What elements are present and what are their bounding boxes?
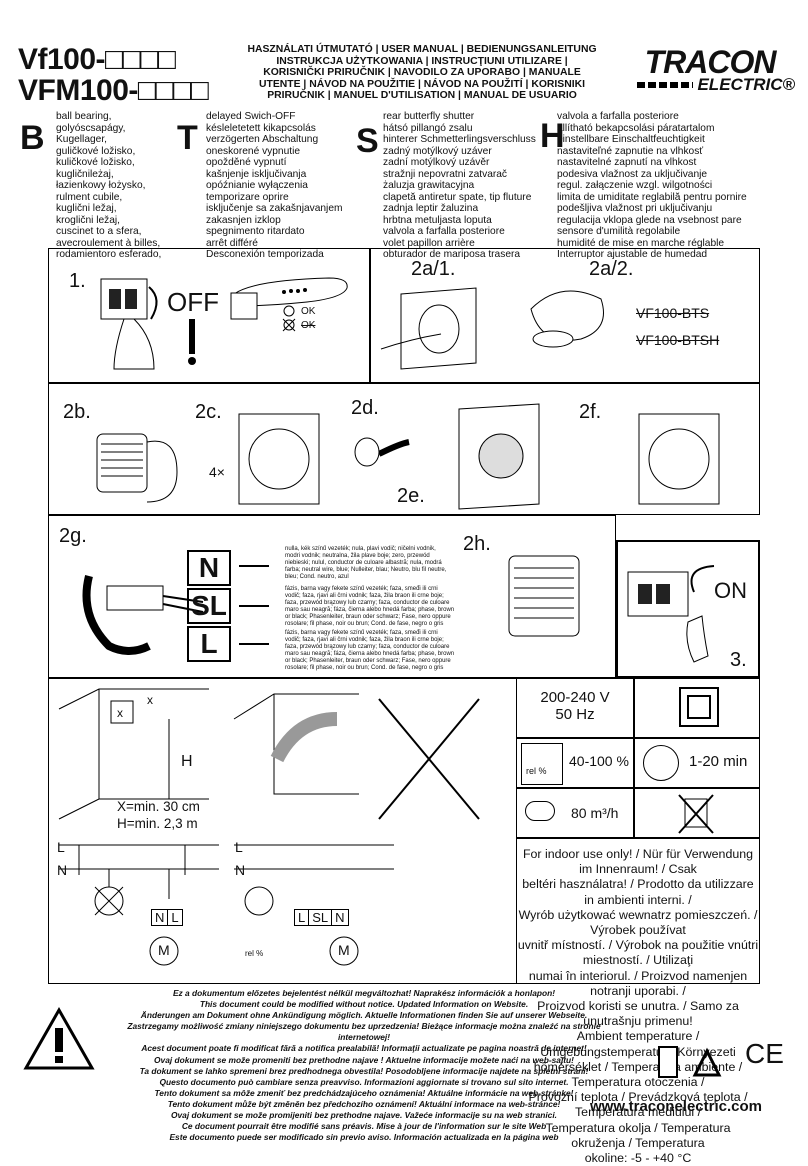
terminal-block-2-sl: SL — [309, 909, 333, 926]
spec-frequency: 50 Hz — [555, 706, 595, 723]
step-3-label: 3. — [730, 649, 747, 671]
double-insulation-cell — [634, 678, 760, 738]
wire-desc-n: nulla, kék színű vezeték; nula, plavi vo… — [285, 546, 447, 580]
step-1-label: 1. — [69, 270, 86, 292]
step-2f-label: 2f. — [579, 401, 602, 423]
line-l-1: L — [57, 839, 65, 855]
double-insulation-icon — [679, 687, 719, 727]
spec-voltage: 200-240 V — [540, 689, 610, 706]
version-letter-b: B — [20, 119, 45, 157]
rel-humidity-label: rel % — [526, 766, 547, 776]
line-l-2: L — [235, 839, 243, 855]
panel-step-3: ON 3. — [616, 540, 760, 678]
spec-timer-cell: 1-20 min — [634, 738, 760, 788]
spec-airflow-cell: 80 m³/h — [516, 788, 634, 838]
weee-cell — [634, 788, 760, 838]
panel-step-1: 1. OFF OK OK — [48, 248, 370, 383]
h-label: H — [181, 753, 193, 770]
terminal-block-1-l: L — [168, 909, 183, 926]
spec-humidity: 40-100 % — [569, 753, 629, 769]
breaker-off-icon — [100, 277, 348, 370]
terminal-l: L — [187, 626, 231, 662]
ce-mark: CE — [745, 1038, 784, 1069]
ok-crossed-label: OK — [301, 320, 316, 331]
tracon-logo: TRACON ELECTRIC® — [625, 46, 795, 94]
clock-icon — [643, 745, 679, 781]
ok-label: OK — [301, 306, 316, 317]
line-n-1: N — [57, 862, 68, 878]
motor-label-2: M — [338, 942, 350, 958]
x-label-top: x — [147, 693, 153, 707]
min-distance-x: X=min. 30 cm — [117, 799, 200, 814]
step-2g-label: 2g. — [59, 525, 87, 547]
x-label-left: x — [117, 706, 123, 720]
model-name-1: Vf100-□□□□ — [18, 43, 176, 76]
warning-triangle-icon — [23, 1006, 95, 1070]
breaker-on-icon — [627, 565, 715, 663]
manual-titles: HASZNÁLATI ÚTMUTATÓ | USER MANUAL | BEDI… — [247, 44, 597, 102]
terminal-block-2-n: N — [332, 909, 349, 926]
version-letter-h: H — [540, 117, 565, 155]
crossed-model-2: VF100-BTSH — [636, 332, 720, 348]
panel-install: x x H X=min. 30 cm H=min. 2,3 m L N L N … — [48, 678, 760, 984]
line-n-2: N — [235, 862, 246, 878]
panel-step-2g-2h: 2g. 2h. N SL L nulla, kék színű vezeték;… — [48, 515, 616, 678]
usage-notice-cell: For indoor use only! / Nür für Verwendun… — [516, 838, 760, 1165]
step-2a2-label: 2a/2. — [589, 258, 634, 280]
step-2e-label: 2e. — [397, 485, 425, 507]
spec-voltage-cell: 200-240 V 50 Hz — [516, 678, 634, 738]
panel-step-2a: 2a/1. 2a/2. VF100-BTS VF100-BTSH — [370, 248, 760, 383]
wall-hole-icon — [380, 287, 604, 370]
panel-step-2b-2f: 2b. 2c. 2d. 2e. 2f. 4× — [48, 383, 760, 515]
airflow-cloud-icon — [525, 801, 555, 821]
version-text-s: rear butterfly shutter hátsó pillangó zs… — [383, 111, 536, 260]
off-label: OFF — [167, 287, 219, 317]
step-2b-label: 2b. — [63, 401, 91, 423]
mounting-steps-icon — [96, 403, 720, 510]
wire-desc-l: fázis, barna vagy fekete színű vezeték; … — [285, 630, 455, 671]
version-text-h: valvola a farfalla posteriore állítható … — [557, 111, 747, 260]
step-2d-label: 2d. — [351, 397, 379, 419]
terminal-sl: SL — [187, 588, 231, 624]
logo-bars-icon — [637, 82, 694, 88]
version-text-b: ball bearing, golyóscsapágy, Kugellager,… — [56, 111, 162, 260]
min-height-h: H=min. 2,3 m — [117, 816, 198, 831]
on-label: ON — [714, 578, 747, 603]
spec-humidity-cell: rel % 40-100 % — [516, 738, 634, 788]
usage-notice: For indoor use only! / Nür für Verwendun… — [517, 847, 759, 1166]
spec-timer: 1-20 min — [689, 753, 748, 770]
motor-label-1: M — [158, 942, 170, 958]
terminal-block-2-l: L — [294, 909, 310, 926]
disclaimer-text: Ez a dokumentum előzetes bejelentést nél… — [127, 988, 601, 1143]
terminal-block-1: N L — [151, 909, 183, 926]
terminal-n: N — [187, 550, 231, 586]
four-screws-label: 4× — [209, 464, 225, 480]
disposal-icons — [658, 1046, 722, 1078]
rel-humidity-label-install: rel % — [245, 949, 264, 958]
crossed-model-1: VF100-BTS — [636, 305, 710, 321]
model-name-2: VFM100-□□□□ — [18, 74, 209, 107]
step-2a1-label: 2a/1. — [411, 258, 456, 280]
terminal-block-1-n: N — [151, 909, 169, 926]
version-letter-t: T — [177, 119, 198, 157]
version-letter-s: S — [356, 122, 379, 160]
terminal-block-2: L SL N — [294, 909, 349, 926]
step-2h-label: 2h. — [463, 533, 491, 555]
crossed-bin-icon — [678, 794, 714, 834]
wiring-step-icon — [82, 555, 580, 655]
spec-airflow: 80 m³/h — [571, 805, 619, 821]
logo-text-bottom: ELECTRIC® — [697, 75, 795, 94]
step-2c-label: 2c. — [195, 401, 222, 423]
humidity-icon: rel % — [521, 743, 563, 785]
version-text-t: delayed Swich-OFF késleletetett kikapcso… — [206, 111, 343, 260]
website-link[interactable]: www.traconelectric.com — [590, 1098, 763, 1115]
wire-desc-sl: fázis, barna vagy fekete színű vezeték; … — [285, 586, 455, 627]
installation-diagrams-icon — [58, 688, 480, 966]
logo-text-top: TRACON — [644, 44, 777, 80]
